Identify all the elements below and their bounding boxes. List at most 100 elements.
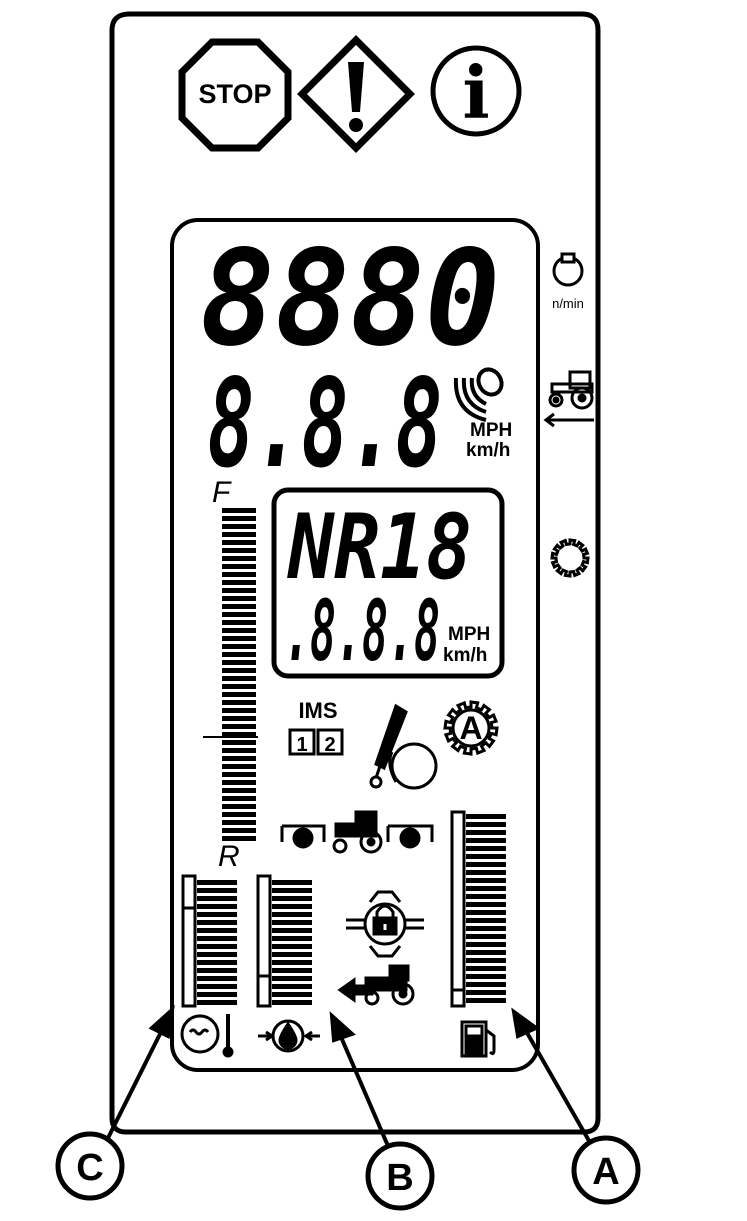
stop-icon-text: STOP <box>198 79 271 109</box>
fuel-bar-segment <box>466 838 506 843</box>
coolant-bar-segment <box>197 888 237 893</box>
gear-speed-readout: .8.8.8 <box>284 582 440 680</box>
hydraulic-bar-segment <box>272 880 312 885</box>
engine-speed-unit: n/min <box>552 296 584 311</box>
callout-a: A <box>571 1135 641 1205</box>
direction-bar-segment <box>222 556 256 561</box>
direction-bar-segment <box>222 724 256 729</box>
hydraulic-bar-segment <box>272 968 312 973</box>
direction-bar-segment <box>222 740 256 745</box>
hydraulic-bar-segment <box>272 920 312 925</box>
direction-bar-segment <box>222 828 256 833</box>
fuel-bar-segment <box>466 822 506 827</box>
fuel-bar-segment <box>466 998 506 1003</box>
coolant-bar-segment <box>197 976 237 981</box>
hydraulic-bar-segment <box>272 944 312 949</box>
hydraulic-bar-segment <box>272 984 312 989</box>
reverse-tractor-icon <box>337 964 415 1006</box>
direction-bar-segment <box>222 580 256 585</box>
coolant-bar-segment <box>197 944 237 949</box>
fuel-bar-segment <box>466 934 506 939</box>
direction-bar-segment <box>222 716 256 721</box>
coolant-bar-segment <box>197 920 237 925</box>
fuel-bar-segment <box>466 950 506 955</box>
ims-box-2: 2 <box>324 734 335 756</box>
coolant-bar-segment <box>197 1000 237 1005</box>
direction-bar-segment <box>222 692 256 697</box>
coolant-bar-segment <box>197 904 237 909</box>
direction-bar-segment <box>222 708 256 713</box>
callout-a-label: A <box>592 1151 619 1193</box>
direction-bar-segment <box>222 516 256 521</box>
fuel-bar-segment <box>466 942 506 947</box>
tractor-direction-icon <box>543 370 594 428</box>
hydraulic-bar-segment <box>272 936 312 941</box>
direction-bar-segment <box>222 804 256 809</box>
fuel-bar-segment <box>466 926 506 931</box>
direction-bar-segment <box>222 636 256 641</box>
ground-speed-readout: 8.8.8 <box>208 353 443 495</box>
direction-bar-segment <box>222 684 256 689</box>
hydraulic-bar-segment <box>272 896 312 901</box>
hydraulic-pressure-bar <box>256 874 312 1008</box>
fuel-pump-icon <box>460 1020 496 1058</box>
auto-mode-inner-ring <box>451 708 491 748</box>
direction-bar-segment <box>222 628 256 633</box>
direction-bar-segment <box>222 532 256 537</box>
direction-bar-segment <box>222 660 256 665</box>
gear-speed-unit-mph: MPH <box>448 624 490 645</box>
direction-bar-segment <box>222 652 256 657</box>
direction-bar-segment <box>222 596 256 601</box>
ims-box-1: 1 <box>296 734 307 756</box>
ground-speed-unit-mph: MPH <box>470 420 512 441</box>
callout-c: C <box>55 1131 125 1201</box>
fuel-bar-segment <box>466 918 506 923</box>
pto-gear-icon <box>550 538 590 578</box>
auto-mode-icon: A <box>443 700 499 756</box>
coolant-bar-segment <box>197 880 237 885</box>
direction-bar-segment <box>222 620 256 625</box>
stop-icon: STOP <box>178 38 292 152</box>
differential-lock-icon <box>346 890 424 958</box>
hydraulic-oil-icon <box>258 1019 320 1053</box>
coolant-bar-marker <box>181 874 197 910</box>
callout-b-label: B <box>386 1157 413 1199</box>
coolant-bar-segment <box>197 936 237 941</box>
direction-bar-segment <box>222 548 256 553</box>
ims-indicator: IMS 1 2 <box>288 698 344 756</box>
direction-bar-segment <box>222 780 256 785</box>
hydraulic-bar-segment <box>272 952 312 957</box>
engine-speed-icon: n/min <box>552 252 584 311</box>
fuel-bar-segment <box>466 830 506 835</box>
gear-readout: NR18 <box>286 495 472 600</box>
fuel-bar-frame <box>450 810 466 1008</box>
fuel-bar-segment <box>466 958 506 963</box>
info-icon-text: i <box>462 50 489 135</box>
direction-bar-segment <box>222 508 256 513</box>
fuel-bar-segment <box>466 894 506 899</box>
coolant-bar-frame <box>181 874 197 1008</box>
direction-bar-segment <box>222 796 256 801</box>
fuel-bar-segment <box>466 854 506 859</box>
fuel-bar-segment <box>466 862 506 867</box>
direction-bar-segment <box>222 756 256 761</box>
hydraulic-bar-segment <box>272 928 312 933</box>
fuel-level-bar <box>450 810 506 1008</box>
auto-mode-gear-ring <box>443 700 499 756</box>
fuel-bar-segment <box>466 902 506 907</box>
hydraulic-bar-segment <box>272 904 312 909</box>
direction-bar-segment <box>222 612 256 617</box>
forward-label: F <box>212 476 232 509</box>
fuel-bar-segment <box>466 974 506 979</box>
hydraulic-bar-segment <box>272 1000 312 1005</box>
coolant-bar-segment <box>197 912 237 917</box>
direction-bar-segment <box>222 836 256 841</box>
fuel-bar-segment <box>466 846 506 851</box>
warning-icon <box>297 35 415 153</box>
ground-speed-unit-kmh: km/h <box>466 440 510 461</box>
direction-bar-segment <box>222 812 256 817</box>
direction-bar <box>222 508 256 841</box>
direction-bar-segment <box>222 700 256 705</box>
hydraulic-bar-marker <box>256 974 272 1008</box>
